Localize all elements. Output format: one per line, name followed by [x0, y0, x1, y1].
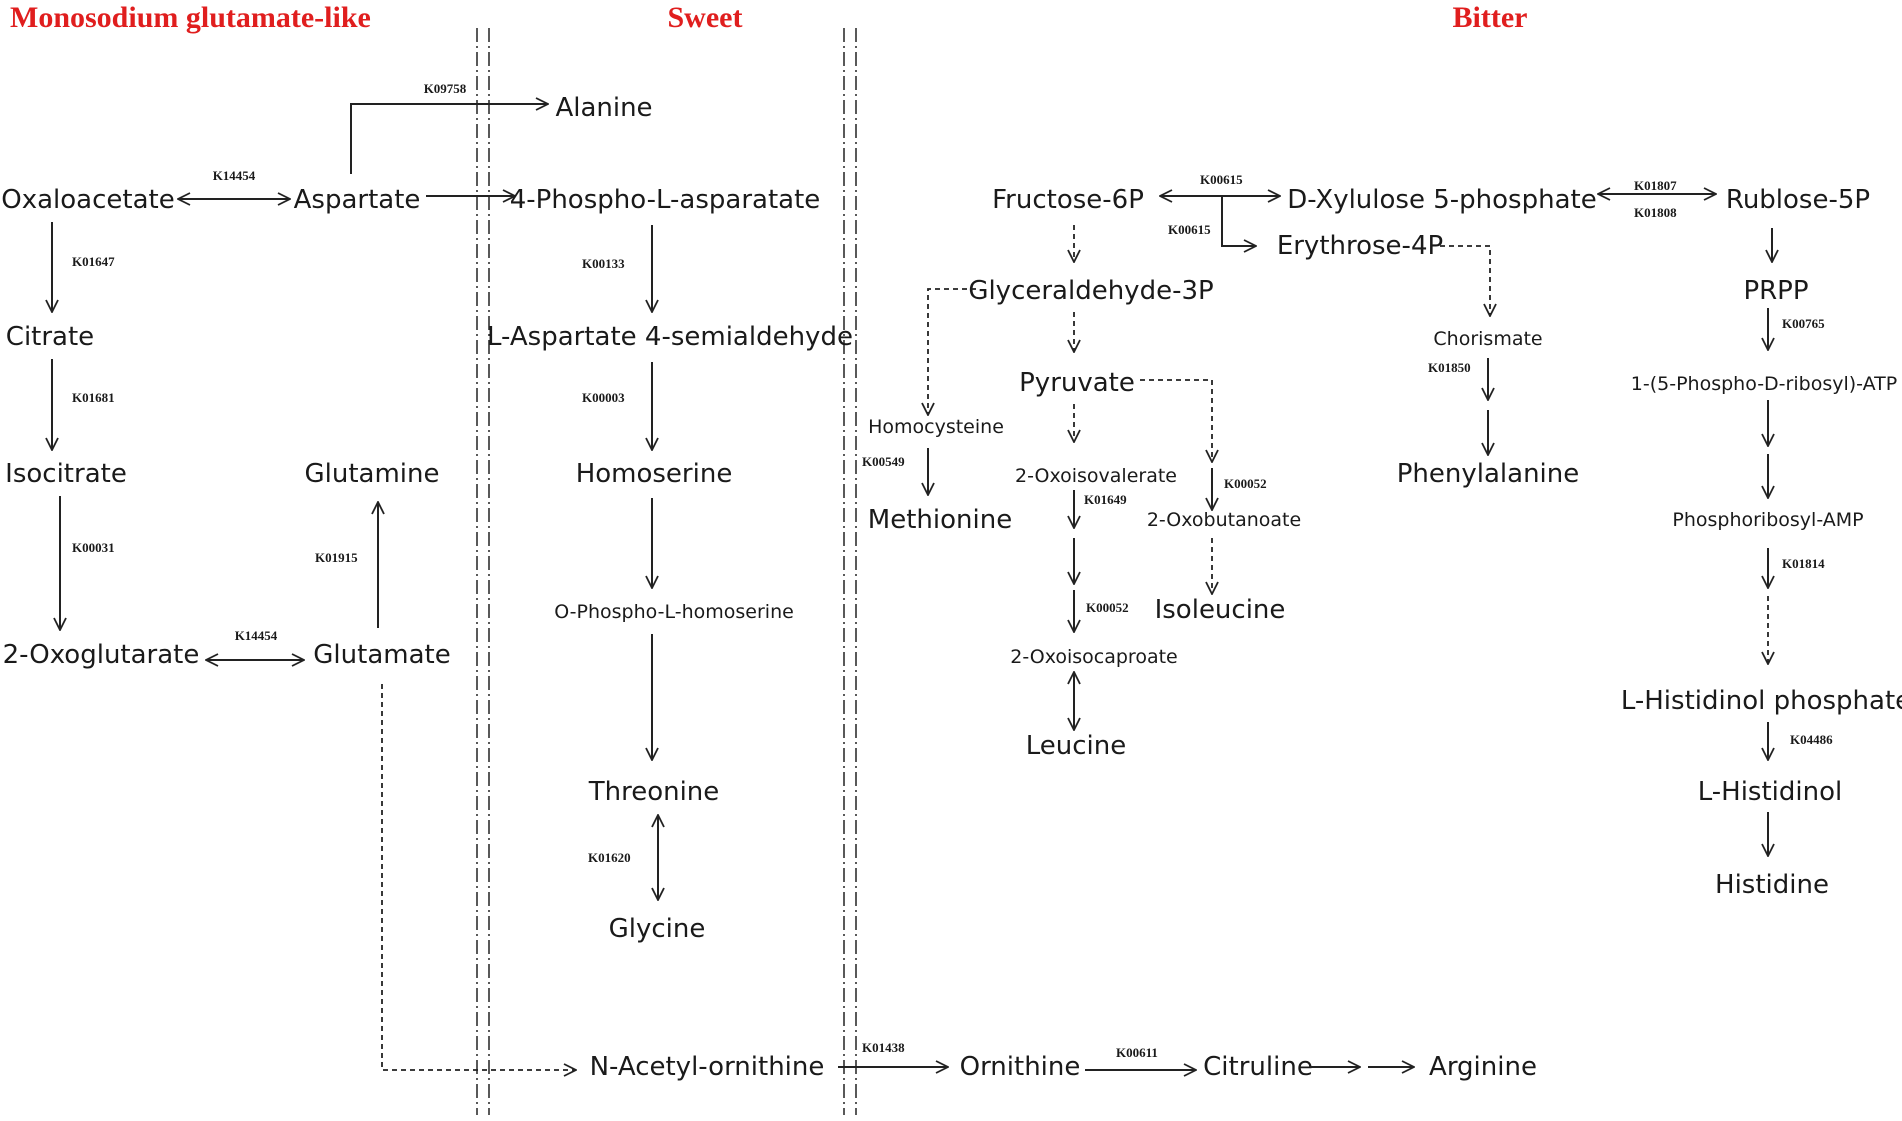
- arrow-aspartate-alanine: [350, 104, 548, 174]
- node-phospho-homoserine: O-Phospho-L-homoserine: [554, 601, 794, 623]
- node-aspartate: Aspartate: [294, 185, 421, 215]
- enzyme-label: K14454: [235, 628, 278, 643]
- node-glyceraldehyde: Glyceraldehyde-3P: [968, 276, 1213, 306]
- msg-region: Oxaloacetate Aspartate Citrate Isocitrat…: [1, 81, 576, 1070]
- node-acetyl-ornithine: N-Acetyl-ornithine: [590, 1052, 825, 1082]
- enzyme-label: K01438: [862, 1040, 905, 1055]
- node-arginine: Arginine: [1429, 1052, 1537, 1082]
- enzyme-label: K01814: [1782, 556, 1825, 571]
- node-oxoisocaproate: 2-Oxoisocaproate: [1010, 646, 1177, 668]
- enzyme-label: K00615: [1200, 172, 1243, 187]
- enzyme-label: K00003: [582, 390, 625, 405]
- enzyme-label: K01649: [1084, 492, 1127, 507]
- node-oxaloacetate: Oxaloacetate: [1, 185, 174, 215]
- enzyme-label: K01681: [72, 390, 115, 405]
- region-separators: [476, 28, 857, 1115]
- enzyme-label: K00765: [1782, 316, 1825, 331]
- node-homoserine: Homoserine: [576, 459, 733, 489]
- enzyme-label: K14454: [213, 168, 256, 183]
- enzyme-label: K09758: [424, 81, 467, 96]
- header-bitter: Bitter: [1453, 1, 1528, 34]
- header-sweet: Sweet: [668, 1, 743, 34]
- node-isocitrate: Isocitrate: [5, 459, 127, 489]
- node-phospho-asparatate: 4-Phospho-L-asparatate: [510, 185, 821, 215]
- node-glycine: Glycine: [609, 914, 706, 944]
- node-methionine: Methionine: [868, 505, 1012, 535]
- node-ornithine: Ornithine: [960, 1052, 1081, 1082]
- node-phenylalanine: Phenylalanine: [1397, 459, 1580, 489]
- node-glutamine: Glutamine: [304, 459, 439, 489]
- node-pyruvate: Pyruvate: [1019, 368, 1135, 398]
- arrow-erythrose-chorismate: [1440, 245, 1490, 316]
- node-citruline: Citruline: [1203, 1052, 1313, 1082]
- node-erythrose: Erythrose-4P: [1277, 231, 1443, 261]
- arrow-pyruvate-oxobutanoate: [1140, 379, 1212, 462]
- node-aspartate-semialdehyde: L-Aspartate 4-semialdehyde: [487, 322, 853, 352]
- sweet-region: Alanine 4-Phospho-L-asparatate L-Asparta…: [487, 93, 948, 1082]
- node-phosphoribosyl-atp: 1-(5-Phospho-D-ribosyl)-ATP: [1631, 373, 1897, 395]
- enzyme-label: K00133: [582, 256, 625, 271]
- node-oxoglutarate: 2-Oxoglutarate: [3, 640, 200, 670]
- enzyme-label: K00031: [72, 540, 115, 555]
- node-isoleucine: Isoleucine: [1155, 595, 1286, 625]
- node-chorismate: Chorismate: [1433, 328, 1542, 350]
- enzyme-label: K04486: [1790, 732, 1833, 747]
- node-rublose: Rublose-5P: [1726, 185, 1870, 215]
- enzyme-label: K01620: [588, 850, 631, 865]
- enzyme-label: K01915: [315, 550, 358, 565]
- node-citrate: Citrate: [6, 322, 94, 352]
- header-msg-like: Monosodium glutamate-like: [10, 1, 371, 34]
- node-histidine: Histidine: [1715, 870, 1829, 900]
- region-headers: Monosodium glutamate-like Sweet Bitter: [10, 1, 1527, 34]
- enzyme-label: K00052: [1224, 476, 1267, 491]
- arrow-fructose-erythrose: [1221, 197, 1256, 246]
- node-phosphoribosyl-amp: Phosphoribosyl-AMP: [1672, 509, 1863, 531]
- enzyme-label: K01850: [1428, 360, 1471, 375]
- node-leucine: Leucine: [1026, 731, 1127, 761]
- enzyme-label: K00052: [1086, 600, 1129, 615]
- node-xylulose: D-Xylulose 5-phosphate: [1287, 185, 1596, 215]
- bitter-region: Fructose-6P D-Xylulose 5-phosphate Rublo…: [862, 172, 1902, 1082]
- node-alanine: Alanine: [555, 93, 652, 123]
- arrow-glyceraldehyde-homocysteine: [928, 288, 976, 415]
- node-fructose: Fructose-6P: [992, 185, 1144, 215]
- enzyme-label: K00549: [862, 454, 905, 469]
- enzyme-label: K01807: [1634, 178, 1677, 193]
- node-histidinol-phosphate: L-Histidinol phosphate: [1621, 686, 1902, 716]
- enzyme-label: K00611: [1116, 1045, 1158, 1060]
- node-prpp: PRPP: [1743, 276, 1808, 306]
- node-oxoisovalerate: 2-Oxoisovalerate: [1015, 465, 1177, 487]
- enzyme-label: K00615: [1168, 222, 1211, 237]
- enzyme-label: K01808: [1634, 205, 1677, 220]
- node-oxobutanoate: 2-Oxobutanoate: [1147, 509, 1301, 531]
- node-homocysteine: Homocysteine: [868, 416, 1004, 438]
- node-threonine: Threonine: [588, 777, 720, 807]
- node-glutamate: Glutamate: [313, 640, 450, 670]
- node-histidinol: L-Histidinol: [1698, 777, 1843, 807]
- arrow-glutamate-acetyl-ornithine: [381, 684, 576, 1070]
- enzyme-label: K01647: [72, 254, 115, 269]
